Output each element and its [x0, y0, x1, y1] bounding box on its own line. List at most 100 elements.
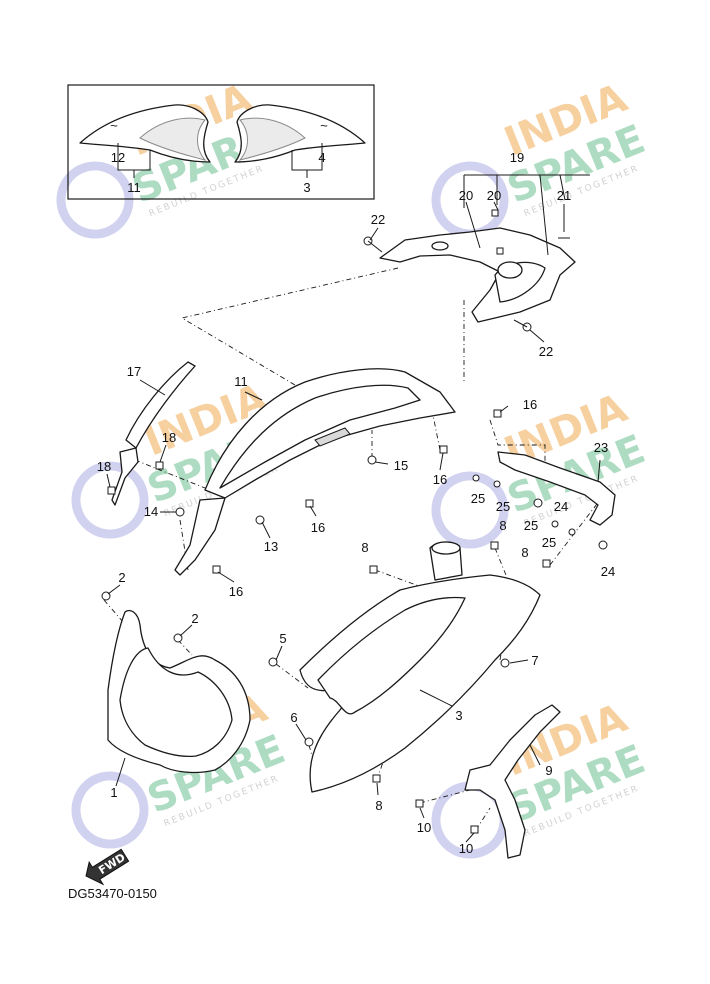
callout-22-top: 22 [371, 212, 385, 227]
dash-5 [275, 663, 309, 689]
fwd-arrow-icon [85, 848, 130, 886]
leader-8d [376, 782, 379, 796]
callout-2b: 2 [191, 611, 198, 626]
callout-11: 11 [234, 374, 248, 389]
clip-18a-icon [155, 461, 164, 470]
leader-16a [309, 505, 317, 517]
bolt-22-top [363, 236, 383, 253]
bolt-5-icon [268, 657, 278, 667]
callout-leaders [106, 227, 601, 843]
callout-18a: 18 [162, 430, 176, 445]
front-cowl-inner [119, 647, 233, 758]
bolt-22-top-shaft [367, 240, 383, 253]
callout-18b: 18 [97, 459, 111, 474]
dash-2b [177, 639, 193, 656]
dash-8b [494, 547, 509, 581]
bolt-24a-icon [533, 498, 543, 508]
callout-8a: 8 [361, 540, 368, 555]
callout-20b: 20 [487, 188, 501, 203]
callout-10a: 10 [417, 820, 431, 835]
leader-22-top [369, 227, 379, 241]
callout-20a: 20 [459, 188, 473, 203]
leader-23 [597, 459, 601, 483]
callout-25c: 25 [524, 518, 538, 533]
leader-15 [374, 461, 389, 465]
callout-15: 15 [394, 458, 408, 473]
bracket-23-shape [497, 451, 616, 526]
callout-labels: 12 11 4 3 19 20 20 21 22 22 17 11 16 18 … [97, 150, 615, 856]
lower-bracket-shape [464, 704, 561, 859]
leader-16b [439, 452, 444, 471]
main-cover-inner [317, 596, 466, 715]
clip-16c-icon [212, 565, 221, 574]
callout-24b: 24 [601, 564, 615, 579]
trim-17-shape [125, 361, 196, 449]
clip-18b-icon [107, 486, 116, 495]
dash-17-18 [134, 459, 211, 491]
leader-6 [295, 723, 307, 741]
dash-19-to-11 [180, 267, 399, 389]
callout-24a: 24 [554, 499, 568, 514]
rear-cover-shape [379, 227, 576, 323]
callout-8c: 8 [521, 545, 528, 560]
callout-3-inset: 3 [303, 180, 310, 195]
inset-frame [67, 84, 375, 200]
callout-10b: 10 [459, 841, 473, 856]
leader-7 [509, 659, 529, 664]
side-panel-inner [219, 384, 421, 489]
decal-inset: ~ ~ [67, 84, 375, 200]
callout-16c: 16 [229, 584, 243, 599]
decal-right-script-icon: ~ [320, 118, 328, 133]
diagram-code: DG53470-0150 [68, 886, 157, 901]
leader-18b [106, 473, 111, 488]
clip-8c-icon [542, 559, 551, 568]
callout-1: 1 [110, 785, 117, 800]
part-19-rear-cover [363, 174, 590, 332]
watermark-logo-icon [56, 161, 134, 239]
callout-14: 14 [144, 504, 158, 519]
callout-22-bottom: 22 [539, 344, 553, 359]
fwd-indicator: FWD [85, 848, 130, 886]
dash-14 [179, 519, 189, 571]
callout-11-inset: 11 [127, 180, 141, 195]
leader-16d [499, 405, 509, 413]
rear-cover-hole [497, 261, 523, 279]
bolt-24b-icon [598, 540, 608, 550]
leader-18a [159, 444, 167, 463]
leader-2b [179, 624, 193, 637]
callout-17: 17 [127, 364, 141, 379]
clip-16a-icon [305, 499, 314, 508]
watermark-2: INDIA SPARE REBUILD TOGETHER [431, 75, 651, 239]
leader-13 [261, 521, 271, 539]
callout-7: 7 [531, 653, 538, 668]
callout-5: 5 [279, 631, 286, 646]
clip-16b-icon [439, 445, 448, 454]
watermark-logo-icon [431, 471, 509, 549]
callout-25b: 25 [496, 499, 510, 514]
callout-8b: 8 [499, 518, 506, 533]
part-17-trim [107, 361, 196, 506]
callout-16d: 16 [523, 397, 537, 412]
callout-21: 21 [557, 188, 571, 203]
side-panel-stripe [314, 427, 351, 447]
leader-16c [217, 571, 235, 583]
dash-10a [419, 789, 471, 804]
callout-13: 13 [264, 539, 278, 554]
decal-left-script-icon: ~ [110, 118, 118, 133]
decal-right-stripe [238, 117, 306, 161]
callout-2a: 2 [118, 570, 125, 585]
leader-20 [465, 201, 499, 249]
callout-19: 19 [510, 150, 524, 165]
washer-25d-icon [568, 528, 576, 536]
callout-12: 12 [111, 150, 125, 165]
clip-10a-icon [415, 799, 424, 808]
bolt-15-icon [367, 455, 377, 465]
clip-8a-icon [369, 565, 378, 574]
leader-1 [115, 757, 126, 787]
bolt-22-bottom [513, 319, 532, 332]
washer-25c-icon [551, 520, 559, 528]
bolt-7-icon [500, 658, 510, 668]
callout-4: 4 [318, 150, 325, 165]
side-panel-lower-arm [174, 497, 226, 576]
bolt-22-bottom-shaft [513, 319, 528, 328]
